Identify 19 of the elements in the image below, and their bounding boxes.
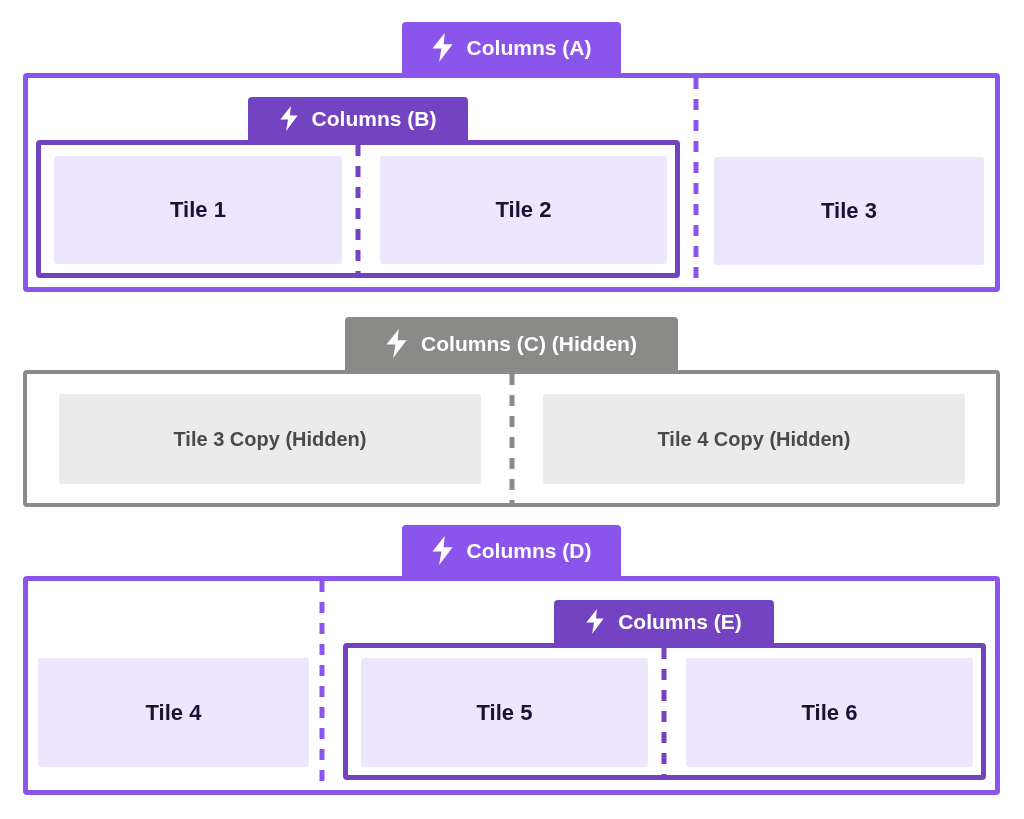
tab-label: Columns (B) <box>311 108 437 129</box>
tile-label: Tile 1 <box>170 196 226 224</box>
tile-label: Tile 3 <box>821 197 877 225</box>
tab-label: Columns (E) <box>618 611 742 632</box>
content-tile <box>38 658 309 767</box>
tile-label: Tile 4 <box>145 698 202 727</box>
tile-label: Tile 4 Copy (Hidden) <box>657 426 851 452</box>
tab-label: Columns (C) (Hidden) <box>421 333 637 354</box>
tab-label: Columns (A) <box>466 37 592 58</box>
tile-label: Tile 2 <box>495 196 552 224</box>
tab-label: Columns (D) <box>466 540 592 561</box>
tile-label: Tile 3 Copy (Hidden) <box>173 426 367 452</box>
content-tile <box>361 658 648 767</box>
tile-label: Tile 5 <box>476 698 533 727</box>
content-tile <box>686 658 973 767</box>
tile-label: Tile 6 <box>801 698 858 727</box>
content-tile <box>714 157 984 265</box>
content-tile <box>380 156 667 264</box>
content-tile <box>54 156 342 264</box>
